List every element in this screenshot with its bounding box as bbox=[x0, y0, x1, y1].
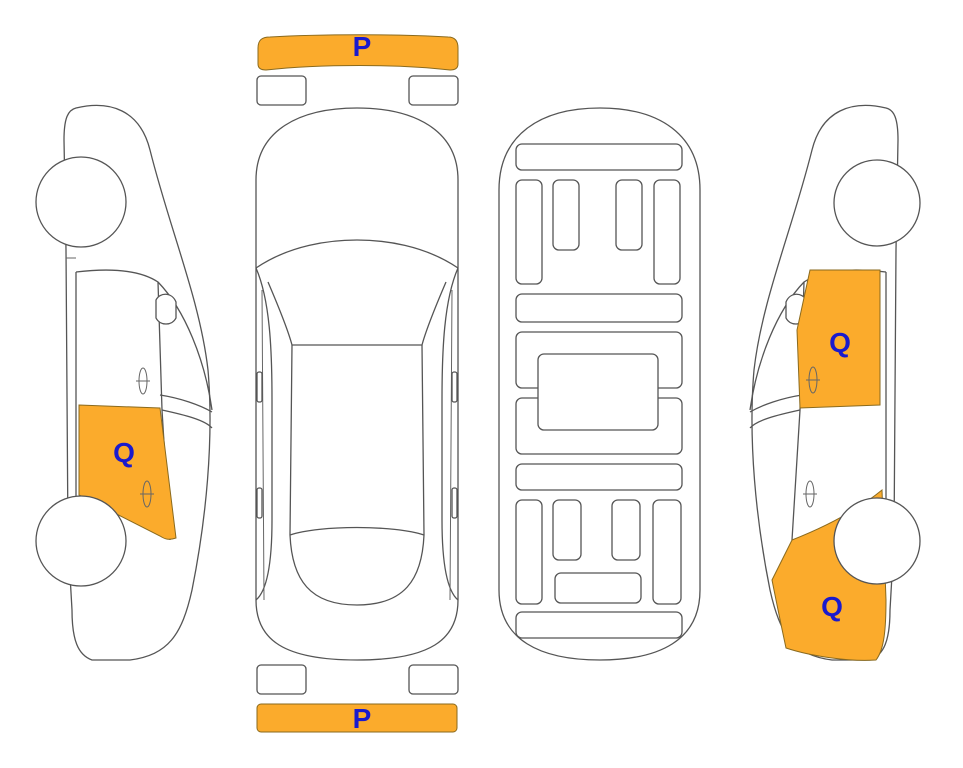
rear-bumper-label: P bbox=[353, 703, 372, 734]
left-front-wheel bbox=[35, 156, 127, 248]
front-right-headlight bbox=[408, 75, 459, 106]
front-bumper-label: P bbox=[353, 31, 372, 62]
right-door-handle-front bbox=[806, 366, 820, 394]
left-rear-door-label: Q bbox=[113, 437, 135, 468]
rear-left-taillight bbox=[256, 664, 307, 695]
underside-view bbox=[498, 107, 701, 661]
right-rear-quarter-label: Q bbox=[821, 591, 843, 622]
top-view-body bbox=[255, 107, 459, 661]
left-door-handle-rear bbox=[140, 480, 154, 508]
rear-bumper-highlight bbox=[256, 703, 458, 733]
left-side-view: Q bbox=[35, 104, 213, 661]
front-left-headlight bbox=[256, 75, 307, 106]
left-rear-wheel bbox=[35, 495, 127, 587]
top-left-mirror bbox=[256, 371, 263, 403]
front-bumper-highlight bbox=[257, 34, 459, 71]
top-view: P P bbox=[255, 31, 459, 734]
top-right-mirror bbox=[451, 371, 458, 403]
left-side-mirror bbox=[155, 293, 177, 325]
right-side-view: Q Q bbox=[749, 104, 921, 661]
right-front-door-highlight bbox=[796, 269, 881, 409]
right-front-wheel bbox=[833, 159, 921, 247]
right-rear-wheel bbox=[833, 497, 921, 585]
rear-right-taillight bbox=[408, 664, 459, 695]
left-door-handle-front bbox=[136, 367, 150, 395]
right-front-door-label: Q bbox=[829, 327, 851, 358]
underside-center-panel bbox=[537, 353, 659, 431]
right-door-handle-rear bbox=[803, 480, 817, 508]
